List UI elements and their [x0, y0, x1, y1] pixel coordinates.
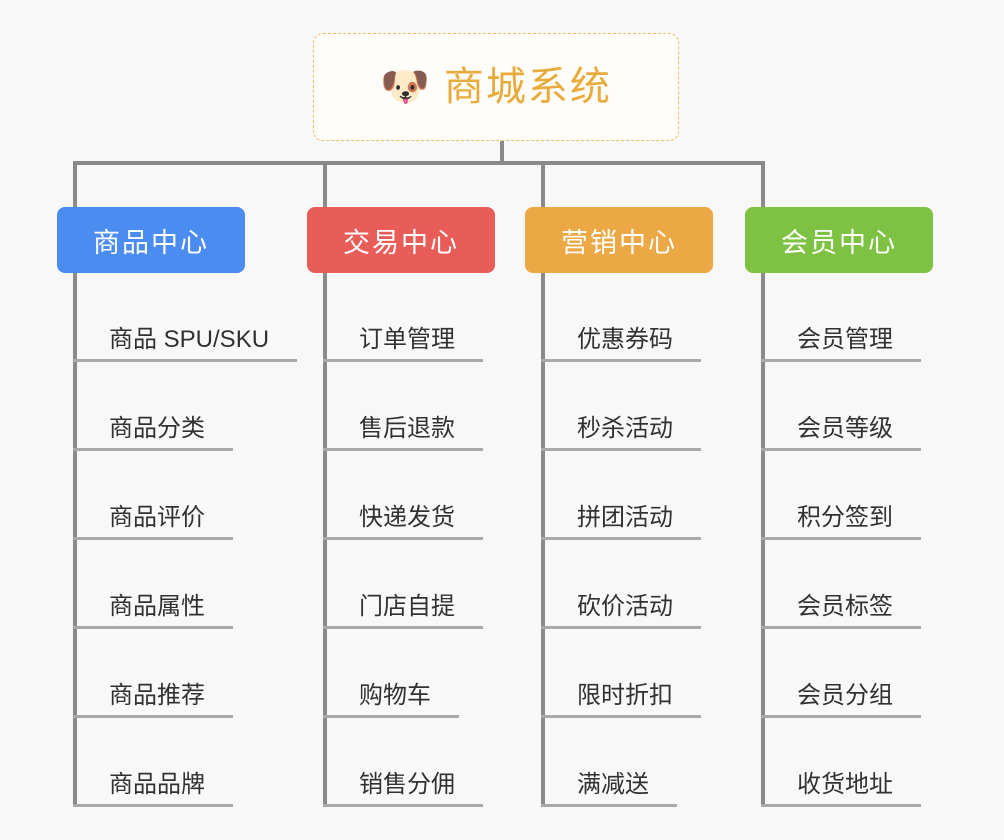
leaf-item-label: 商品品牌 [73, 771, 233, 807]
category-header-label: 营销中心 [561, 227, 677, 258]
leaf-item-label: 商品属性 [73, 593, 233, 629]
connector-root-stem [500, 141, 504, 165]
leaf-item-label: 优惠券码 [541, 326, 701, 362]
leaf-item-product-center-6[interactable]: 商品品牌 [73, 718, 233, 807]
leaf-item-label: 秒杀活动 [541, 415, 701, 451]
leaf-item-label: 购物车 [323, 682, 459, 718]
root-node-商城系统[interactable]: 🐶 商城系统 [313, 33, 679, 141]
leaf-item-label: 积分签到 [761, 504, 921, 540]
leaf-item-marketing-center-3[interactable]: 拼团活动 [541, 451, 701, 540]
leaf-item-trade-center-1[interactable]: 订单管理 [323, 273, 483, 362]
category-header-product-center[interactable]: 商品中心 [57, 207, 245, 273]
leaf-item-label: 会员管理 [761, 326, 921, 362]
leaf-item-label: 收货地址 [761, 771, 921, 807]
leaf-item-product-center-2[interactable]: 商品分类 [73, 362, 233, 451]
leaf-item-label: 限时折扣 [541, 682, 701, 718]
category-header-label: 交易中心 [343, 227, 459, 258]
leaf-item-member-center-2[interactable]: 会员等级 [761, 362, 921, 451]
leaf-item-label: 满减送 [541, 771, 677, 807]
category-header-marketing-center[interactable]: 营销中心 [525, 207, 713, 273]
category-header-trade-center[interactable]: 交易中心 [307, 207, 495, 273]
leaf-item-product-center-3[interactable]: 商品评价 [73, 451, 233, 540]
leaf-item-member-center-3[interactable]: 积分签到 [761, 451, 921, 540]
connector-horizontal-bus [73, 161, 765, 165]
category-header-label: 商品中心 [93, 227, 209, 258]
leaf-item-product-center-5[interactable]: 商品推荐 [73, 629, 233, 718]
leaf-item-trade-center-2[interactable]: 售后退款 [323, 362, 483, 451]
leaf-item-trade-center-4[interactable]: 门店自提 [323, 540, 483, 629]
branch-spine-marketing-center [541, 273, 545, 807]
branch-spine-member-center [761, 273, 765, 807]
leaf-item-label: 商品分类 [73, 415, 233, 451]
root-node-label: 商城系统 [443, 65, 612, 109]
branch-spine-product-center [73, 273, 77, 807]
leaf-item-member-center-4[interactable]: 会员标签 [761, 540, 921, 629]
leaf-item-product-center-1[interactable]: 商品 SPU/SKU [73, 273, 298, 362]
shiba-dog-face-icon: 🐶 [380, 65, 430, 109]
leaf-item-trade-center-3[interactable]: 快递发货 [323, 451, 483, 540]
leaf-item-label: 订单管理 [323, 326, 483, 362]
leaf-item-member-center-6[interactable]: 收货地址 [761, 718, 921, 807]
leaf-item-label: 快递发货 [323, 504, 483, 540]
leaf-item-label: 商品 SPU/SKU [73, 326, 298, 362]
leaf-item-marketing-center-6[interactable]: 满减送 [541, 718, 677, 807]
branch-spine-trade-center [323, 273, 327, 807]
leaf-item-label: 砍价活动 [541, 593, 701, 629]
leaf-item-label: 会员标签 [761, 593, 921, 629]
leaf-item-label: 商品评价 [73, 504, 233, 540]
leaf-item-label: 会员等级 [761, 415, 921, 451]
connector-drop-product-center [73, 161, 77, 207]
leaf-item-member-center-1[interactable]: 会员管理 [761, 273, 921, 362]
connector-drop-trade-center [323, 161, 327, 207]
leaf-item-label: 拼团活动 [541, 504, 701, 540]
leaf-item-marketing-center-5[interactable]: 限时折扣 [541, 629, 701, 718]
leaf-item-trade-center-6[interactable]: 销售分佣 [323, 718, 483, 807]
leaf-item-marketing-center-2[interactable]: 秒杀活动 [541, 362, 701, 451]
leaf-item-trade-center-5[interactable]: 购物车 [323, 629, 459, 718]
category-header-label: 会员中心 [781, 227, 897, 258]
leaf-item-product-center-4[interactable]: 商品属性 [73, 540, 233, 629]
leaf-item-marketing-center-4[interactable]: 砍价活动 [541, 540, 701, 629]
connector-drop-member-center [761, 161, 765, 207]
leaf-item-marketing-center-1[interactable]: 优惠券码 [541, 273, 701, 362]
leaf-item-label: 门店自提 [323, 593, 483, 629]
leaf-item-label: 商品推荐 [73, 682, 233, 718]
leaf-item-member-center-5[interactable]: 会员分组 [761, 629, 921, 718]
category-header-member-center[interactable]: 会员中心 [745, 207, 933, 273]
leaf-item-label: 售后退款 [323, 415, 483, 451]
connector-drop-marketing-center [541, 161, 545, 207]
leaf-item-label: 会员分组 [761, 682, 921, 718]
leaf-item-label: 销售分佣 [323, 771, 483, 807]
